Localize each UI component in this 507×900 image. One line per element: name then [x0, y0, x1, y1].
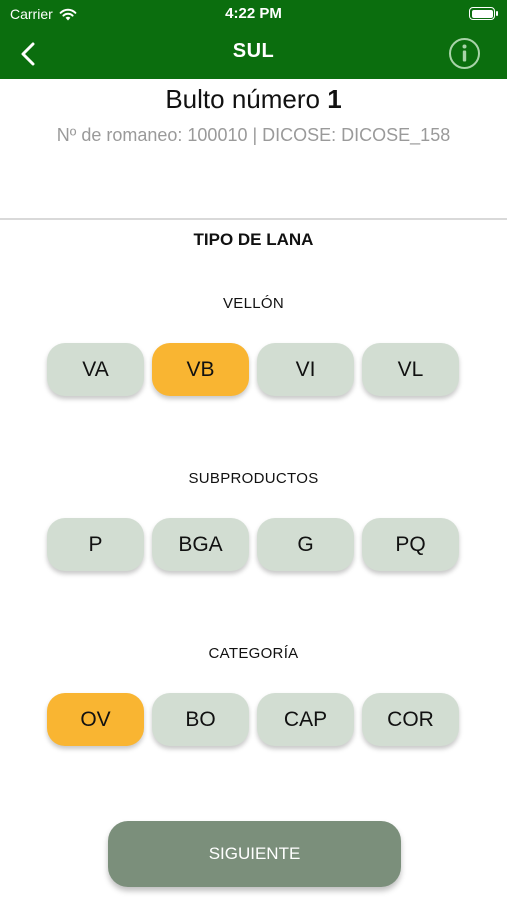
vellon-options: VA VB VI VL	[47, 343, 459, 396]
nav-bar: SUL	[0, 28, 507, 79]
option-vl[interactable]: VL	[362, 343, 459, 396]
next-button[interactable]: SIGUIENTE	[108, 821, 401, 887]
option-cap[interactable]: CAP	[257, 693, 354, 746]
nav-title: SUL	[232, 40, 275, 62]
bulto-title: Bulto número 1	[0, 84, 507, 115]
option-ov[interactable]: OV	[47, 693, 144, 746]
option-vb[interactable]: VB	[152, 343, 249, 396]
info-circle-icon	[449, 38, 480, 69]
info-button[interactable]	[448, 37, 481, 70]
divider	[0, 218, 507, 220]
status-time: 4:22 PM	[225, 5, 282, 22]
group-label-categoria: CATEGORÍA	[208, 645, 299, 662]
categoria-options: OV BO CAP COR	[47, 693, 459, 746]
option-bga[interactable]: BGA	[152, 518, 249, 571]
chevron-left-icon	[21, 42, 35, 66]
carrier-label: Carrier	[10, 6, 53, 22]
option-va[interactable]: VA	[47, 343, 144, 396]
option-g[interactable]: G	[257, 518, 354, 571]
wifi-icon	[59, 8, 77, 20]
battery-icon	[469, 7, 498, 20]
option-bo[interactable]: BO	[152, 693, 249, 746]
option-cor[interactable]: COR	[362, 693, 459, 746]
back-button[interactable]	[10, 36, 46, 72]
status-bar: Carrier 4:22 PM	[0, 0, 507, 28]
option-vi[interactable]: VI	[257, 343, 354, 396]
bulto-number: 1	[327, 84, 342, 114]
romaneo-dicose-info: Nº de romaneo: 100010 | DICOSE: DICOSE_1…	[56, 125, 451, 145]
section-heading: TIPO DE LANA	[193, 230, 314, 249]
status-carrier: Carrier	[10, 6, 77, 22]
group-label-subproductos: SUBPRODUCTOS	[188, 470, 319, 487]
group-label-vellon: VELLÓN	[223, 295, 284, 312]
bulto-prefix: Bulto número	[165, 84, 328, 114]
option-pq[interactable]: PQ	[362, 518, 459, 571]
subproductos-options: P BGA G PQ	[47, 518, 459, 571]
option-p[interactable]: P	[47, 518, 144, 571]
